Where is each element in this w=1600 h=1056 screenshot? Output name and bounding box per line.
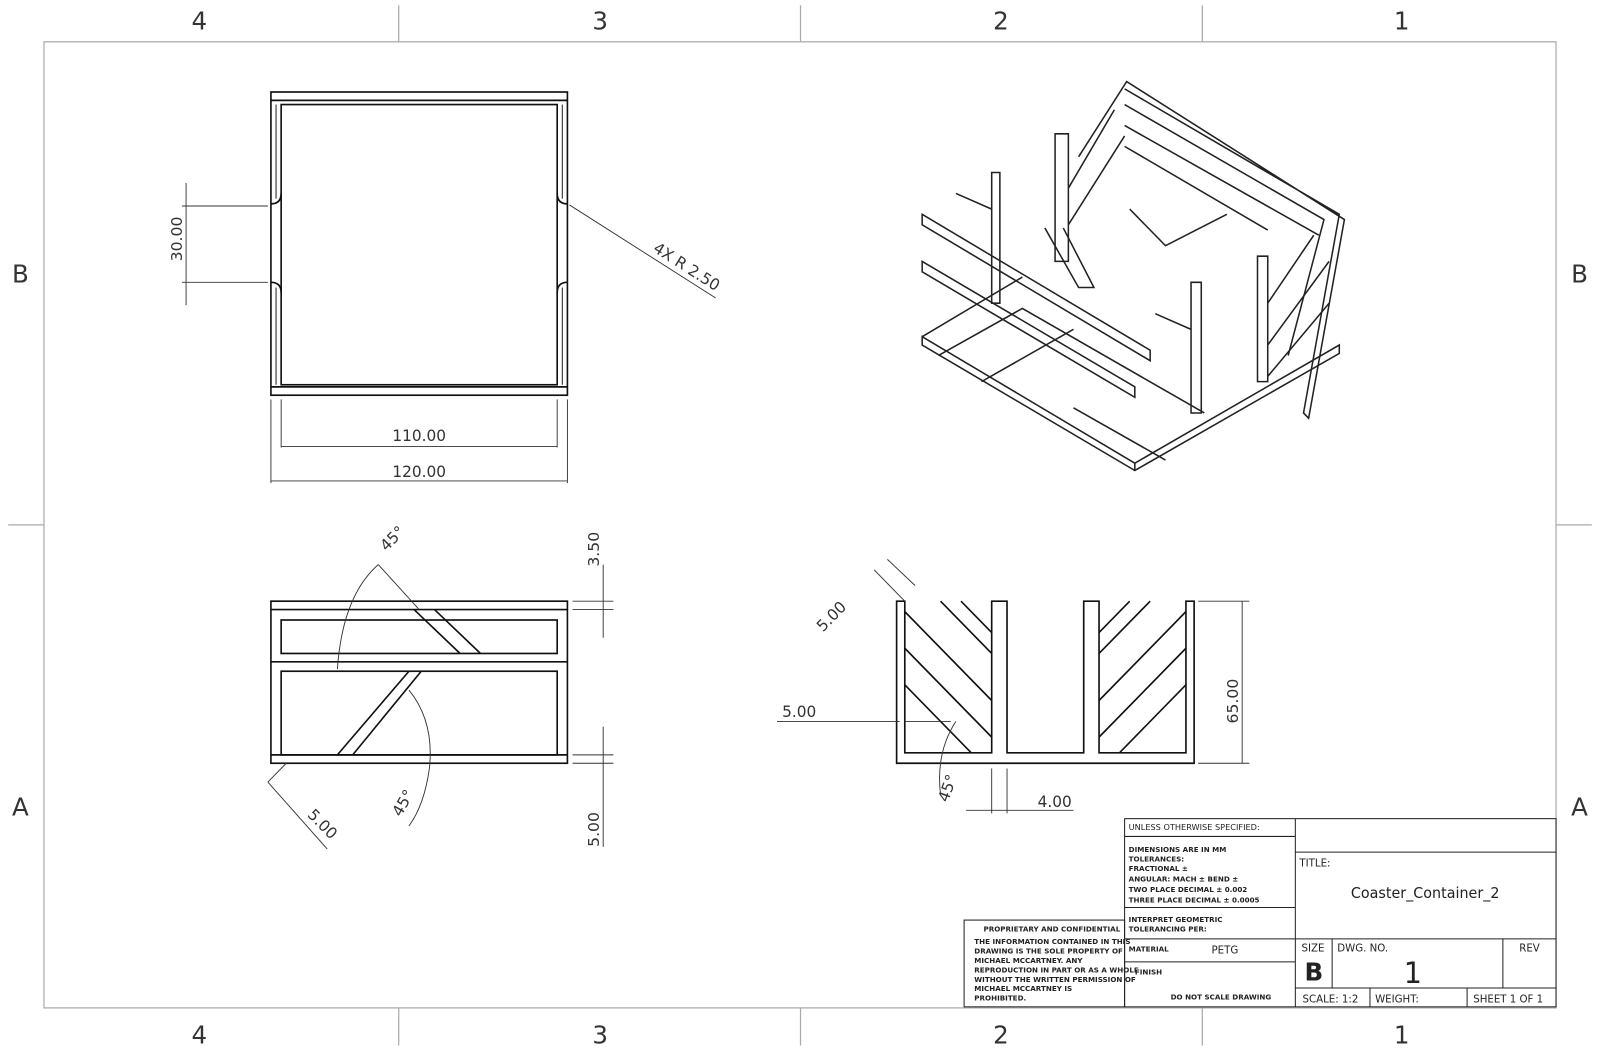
dim-3-50: 3.50	[585, 532, 603, 567]
top-view: 30.00 4X R 2.50 110.00 120.00	[168, 91, 723, 484]
dwg-no-value: 1	[1404, 956, 1422, 990]
zone-row-a-right: A	[1571, 792, 1588, 821]
zone-col-2: 2	[993, 6, 1009, 35]
size-label: SIZE	[1301, 942, 1324, 954]
tolerance-line: THREE PLACE DECIMAL ± 0.0005	[1129, 895, 1260, 904]
material-label: MATERIAL	[1129, 944, 1169, 953]
zone-row-a: A	[12, 792, 29, 821]
dim-120: 120.00	[392, 463, 446, 481]
interpret-line: TOLERANCING PER:	[1129, 925, 1207, 934]
zone-col-1-bottom: 1	[1394, 1020, 1410, 1049]
angle-bottom: 45°	[389, 786, 418, 819]
interpret-line: INTERPRET GEOMETRIC	[1129, 915, 1223, 924]
do-not-scale: DO NOT SCALE DRAWING	[1171, 992, 1272, 1001]
zone-row-b: B	[12, 259, 29, 288]
dim-5-00-right: 5.00	[585, 812, 603, 847]
dim-5-00-left: 5.00	[782, 703, 816, 721]
zone-col-4: 4	[192, 6, 208, 35]
proprietary-line: DRAWING IS THE SOLE PROPERTY OF	[974, 946, 1123, 955]
tolerance-line: TOLERANCES:	[1129, 854, 1185, 863]
dim-5-00-diag: 5.00	[304, 806, 341, 844]
title-block: UNLESS OTHERWISE SPECIFIED: DIMENSIONS A…	[963, 818, 1557, 1008]
finish-label: FINISH	[1135, 967, 1162, 976]
dim-4-00: 4.00	[1038, 793, 1072, 811]
zone-col-2-bottom: 2	[993, 1020, 1009, 1049]
proprietary-line: PROHIBITED.	[974, 994, 1026, 1003]
dwg-no-label: DWG. NO.	[1337, 942, 1388, 954]
proprietary-line: MICHAEL MCCARTNEY. ANY	[974, 956, 1083, 965]
material-value: PETG	[1212, 944, 1239, 956]
title-label: TITLE:	[1298, 858, 1330, 870]
dim-65-00: 65.00	[1224, 679, 1242, 724]
zone-ticks	[8, 5, 1592, 1046]
tolerance-line: TWO PLACE DECIMAL ± 0.002	[1129, 885, 1248, 894]
tolerance-line: DIMENSIONS ARE IN MM	[1129, 845, 1227, 854]
unless-specified: UNLESS OTHERWISE SPECIFIED:	[1129, 822, 1260, 832]
dim-5-00-diag: 5.00	[813, 598, 850, 636]
isometric-view	[921, 80, 1346, 472]
side-view: 5.00 5.00 45° 4.00 65.00	[776, 559, 1250, 814]
tolerance-line: FRACTIONAL ±	[1129, 864, 1188, 873]
zone-row-b-right: B	[1571, 259, 1588, 288]
dim-30: 30.00	[168, 217, 186, 262]
zone-col-3: 3	[592, 6, 608, 35]
proprietary-title: PROPRIETARY AND CONFIDENTIAL	[984, 925, 1121, 934]
scale: SCALE: 1:2	[1302, 994, 1358, 1006]
angle-side: 45°	[935, 772, 961, 804]
rev-label: REV	[1519, 942, 1540, 954]
weight: WEIGHT:	[1375, 994, 1419, 1006]
sheet-number: SHEET 1 OF 1	[1473, 994, 1543, 1006]
tolerance-line: ANGULAR: MACH ± BEND ±	[1129, 874, 1239, 883]
zone-col-4-bottom: 4	[192, 1020, 208, 1049]
drawing-title: Coaster_Container_2	[1351, 886, 1500, 902]
proprietary-line: WITHOUT THE WRITTEN PERMISSION OF	[974, 975, 1136, 984]
angle-top: 45°	[377, 522, 409, 555]
zone-col-1: 1	[1394, 6, 1410, 35]
proprietary-line: THE INFORMATION CONTAINED IN THIS	[974, 937, 1130, 946]
size-value: B	[1305, 957, 1324, 986]
proprietary-line: MICHAEL MCCARTNEY IS	[974, 984, 1072, 993]
dim-radius: 4X R 2.50	[650, 239, 723, 295]
proprietary-line: REPRODUCTION IN PART OR AS A WHOLE	[974, 965, 1139, 974]
front-view: 45° 45° 3.50 5.00 5.00	[267, 522, 614, 850]
dim-110: 110.00	[392, 427, 446, 445]
zone-col-3-bottom: 3	[592, 1020, 608, 1049]
